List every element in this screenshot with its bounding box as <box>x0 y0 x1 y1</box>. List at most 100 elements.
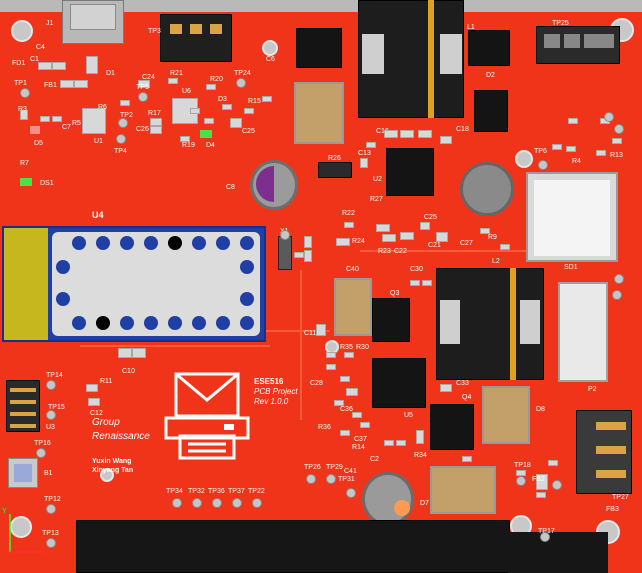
ref-r4: R4 <box>572 158 581 165</box>
mounting-hole <box>100 468 114 482</box>
ref-c12: C12 <box>90 410 103 417</box>
ref-r24: R24 <box>352 238 365 245</box>
transistor-q4 <box>430 404 474 450</box>
ref-tp12: TP12 <box>44 496 61 503</box>
ref-r3: R3 <box>18 106 27 113</box>
ref-r21: R21 <box>170 70 183 77</box>
usb-connector-shell <box>70 4 116 30</box>
smd-component <box>420 222 430 230</box>
ref-d7: D7 <box>420 500 429 507</box>
ref-c21: C21 <box>428 242 441 249</box>
ref-c33: C33 <box>456 380 469 387</box>
test-point <box>552 480 562 490</box>
ref-d3: D3 <box>218 96 227 103</box>
module-pin <box>168 316 182 330</box>
ref-r35: R35 <box>340 344 353 351</box>
smd-component <box>422 280 432 286</box>
test-point <box>614 124 624 134</box>
header-pin <box>596 422 626 430</box>
smd-component <box>40 116 50 122</box>
ref-tp15: TP15 <box>48 404 65 411</box>
test-point <box>192 498 202 508</box>
tantalum-cap-c40 <box>334 278 372 336</box>
ic-u2 <box>386 148 434 196</box>
module-pin <box>168 236 182 250</box>
module-pin <box>96 316 110 330</box>
header-pin <box>10 400 36 404</box>
ref-tp34: TP34 <box>166 488 183 495</box>
ref-r19: R19 <box>182 142 195 149</box>
ref-c6: C6 <box>266 56 275 63</box>
crystal-x1 <box>278 236 292 270</box>
inductor-pad <box>440 300 460 344</box>
ref-r14: R14 <box>352 444 365 451</box>
ref-c28: C28 <box>310 380 323 387</box>
ref-r7: R7 <box>20 160 29 167</box>
smd-component <box>440 136 452 144</box>
test-point <box>172 498 182 508</box>
ref-r5: R5 <box>72 120 81 127</box>
ref-fb2: FB2 <box>532 476 545 483</box>
test-point <box>346 488 356 498</box>
test-point <box>118 118 128 128</box>
ref-r22: R22 <box>342 210 355 217</box>
module-pin <box>72 236 86 250</box>
test-point <box>538 160 548 170</box>
test-point <box>116 134 126 144</box>
ref-j1: J1 <box>46 20 54 27</box>
smd-component <box>340 430 350 436</box>
smd-component <box>462 456 472 462</box>
electrolytic-cap <box>362 472 414 526</box>
ref-tp6: TP6 <box>534 148 547 155</box>
ref-u5: U5 <box>404 412 413 419</box>
inductor-pad <box>520 300 540 344</box>
ref-c16: C16 <box>376 128 389 135</box>
connector-p2 <box>558 282 608 382</box>
test-point <box>516 476 526 486</box>
ref-tp22: TP22 <box>248 488 265 495</box>
ref-fb3: FB3 <box>606 506 619 513</box>
smd-component <box>326 364 336 370</box>
smd-component <box>262 96 272 102</box>
header-pin <box>210 24 222 34</box>
test-point <box>280 230 290 240</box>
ref-tp37: TP37 <box>228 488 245 495</box>
ref-d5: D5 <box>34 140 43 147</box>
smd-component <box>384 130 398 138</box>
ref-c27: C27 <box>460 240 473 247</box>
ref-c25b: C25 <box>424 214 437 221</box>
test-point <box>252 498 262 508</box>
smd-component <box>612 138 622 144</box>
smd-component <box>352 412 362 418</box>
copper-trace <box>360 250 560 252</box>
smd-component <box>86 384 98 392</box>
ref-tp5: TP5 <box>136 84 149 91</box>
copper-trace <box>80 345 270 347</box>
ref-d1: D1 <box>106 70 115 77</box>
ref-c2: C2 <box>370 456 379 463</box>
ref-r11: R11 <box>100 378 113 385</box>
ref-c1: C1 <box>30 56 39 63</box>
ref-r6: R6 <box>98 104 107 111</box>
bottom-header-strip <box>508 532 608 573</box>
module-pin <box>56 292 70 306</box>
smd-component <box>206 84 216 90</box>
ref-c4: C4 <box>36 44 45 51</box>
test-point <box>614 274 624 284</box>
electrolytic-cap-marking <box>256 166 274 202</box>
smd-component <box>190 108 200 114</box>
smd-component <box>596 150 606 156</box>
author-2: Xinyang Tan <box>92 467 134 474</box>
smd-component <box>204 118 214 124</box>
smd-component <box>38 62 52 70</box>
smd-component <box>440 384 452 392</box>
bottom-header-strip <box>76 520 510 573</box>
inductor-stripe <box>510 268 516 380</box>
axis-indicator <box>9 514 44 553</box>
smd-component <box>52 62 66 70</box>
test-point <box>46 538 56 548</box>
module-pin <box>120 316 134 330</box>
smd-component <box>436 232 448 242</box>
ref-tp25: TP25 <box>552 20 569 27</box>
